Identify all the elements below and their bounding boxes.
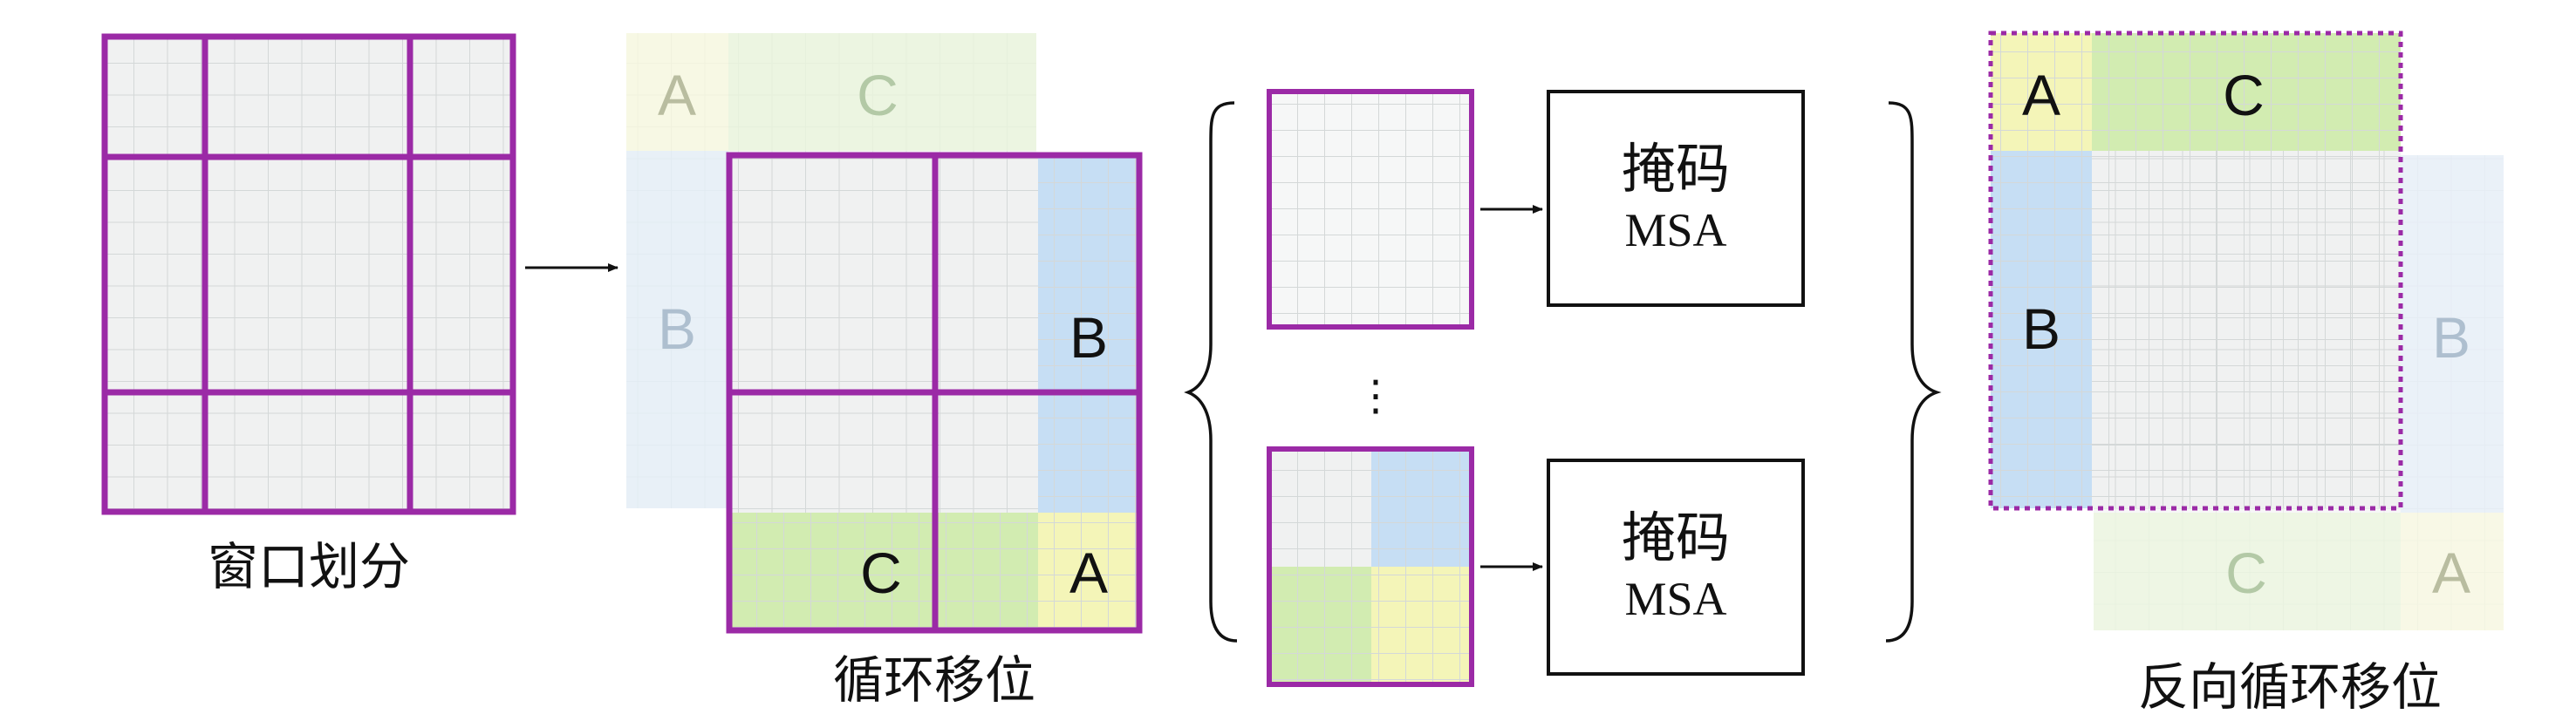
msa-box-subtitle: MSA [1624, 204, 1726, 256]
letter-a: A [1069, 541, 1108, 605]
left-brace [1184, 101, 1238, 643]
ellipsis: ⋮ [1355, 371, 1397, 420]
faded-letter-c: C [857, 63, 899, 127]
msa-box-title: 掩码 [1622, 137, 1730, 201]
cyclic-shift-panel: A C B B C A 循环移位 [626, 33, 1143, 710]
shift-window-borders [726, 152, 1143, 634]
letter-b: B [2022, 296, 2060, 361]
faded-letter-a: A [658, 63, 696, 127]
masked-msa-box-top: 掩码 MSA [1547, 90, 1805, 307]
right-brace [1885, 101, 1942, 643]
masked-msa-panel: ⋮ 掩码 MSA 掩码 MSA [1184, 89, 1942, 687]
letter-c: C [2223, 63, 2265, 127]
letter-c: C [860, 541, 902, 605]
faded-letter-c: C [2225, 541, 2267, 605]
letter-b: B [1069, 305, 1108, 370]
cyclic-shift-label: 循环移位 [833, 650, 1035, 710]
window-partition-panel: 窗口划分 [101, 33, 516, 596]
window-partition-label: 窗口划分 [208, 537, 410, 596]
letter-a: A [2022, 63, 2060, 127]
faded-letter-b: B [2432, 305, 2470, 370]
faded-letter-a: A [2432, 541, 2470, 605]
restored-dashed-border [1988, 31, 2403, 511]
faded-letter-b: B [658, 296, 696, 361]
msa-box-title: 掩码 [1622, 506, 1730, 569]
msa-box-subtitle: MSA [1624, 573, 1726, 625]
masked-msa-box-bottom: 掩码 MSA [1547, 459, 1805, 676]
window-bottom [1267, 446, 1474, 687]
reverse-shift-panel: B C A A C B 反向循环移位 [1988, 31, 2504, 717]
partition-window-borders [101, 33, 516, 515]
reverse-cyclic-shift-label: 反向循环移位 [2138, 657, 2442, 717]
partition-grid [105, 37, 513, 512]
